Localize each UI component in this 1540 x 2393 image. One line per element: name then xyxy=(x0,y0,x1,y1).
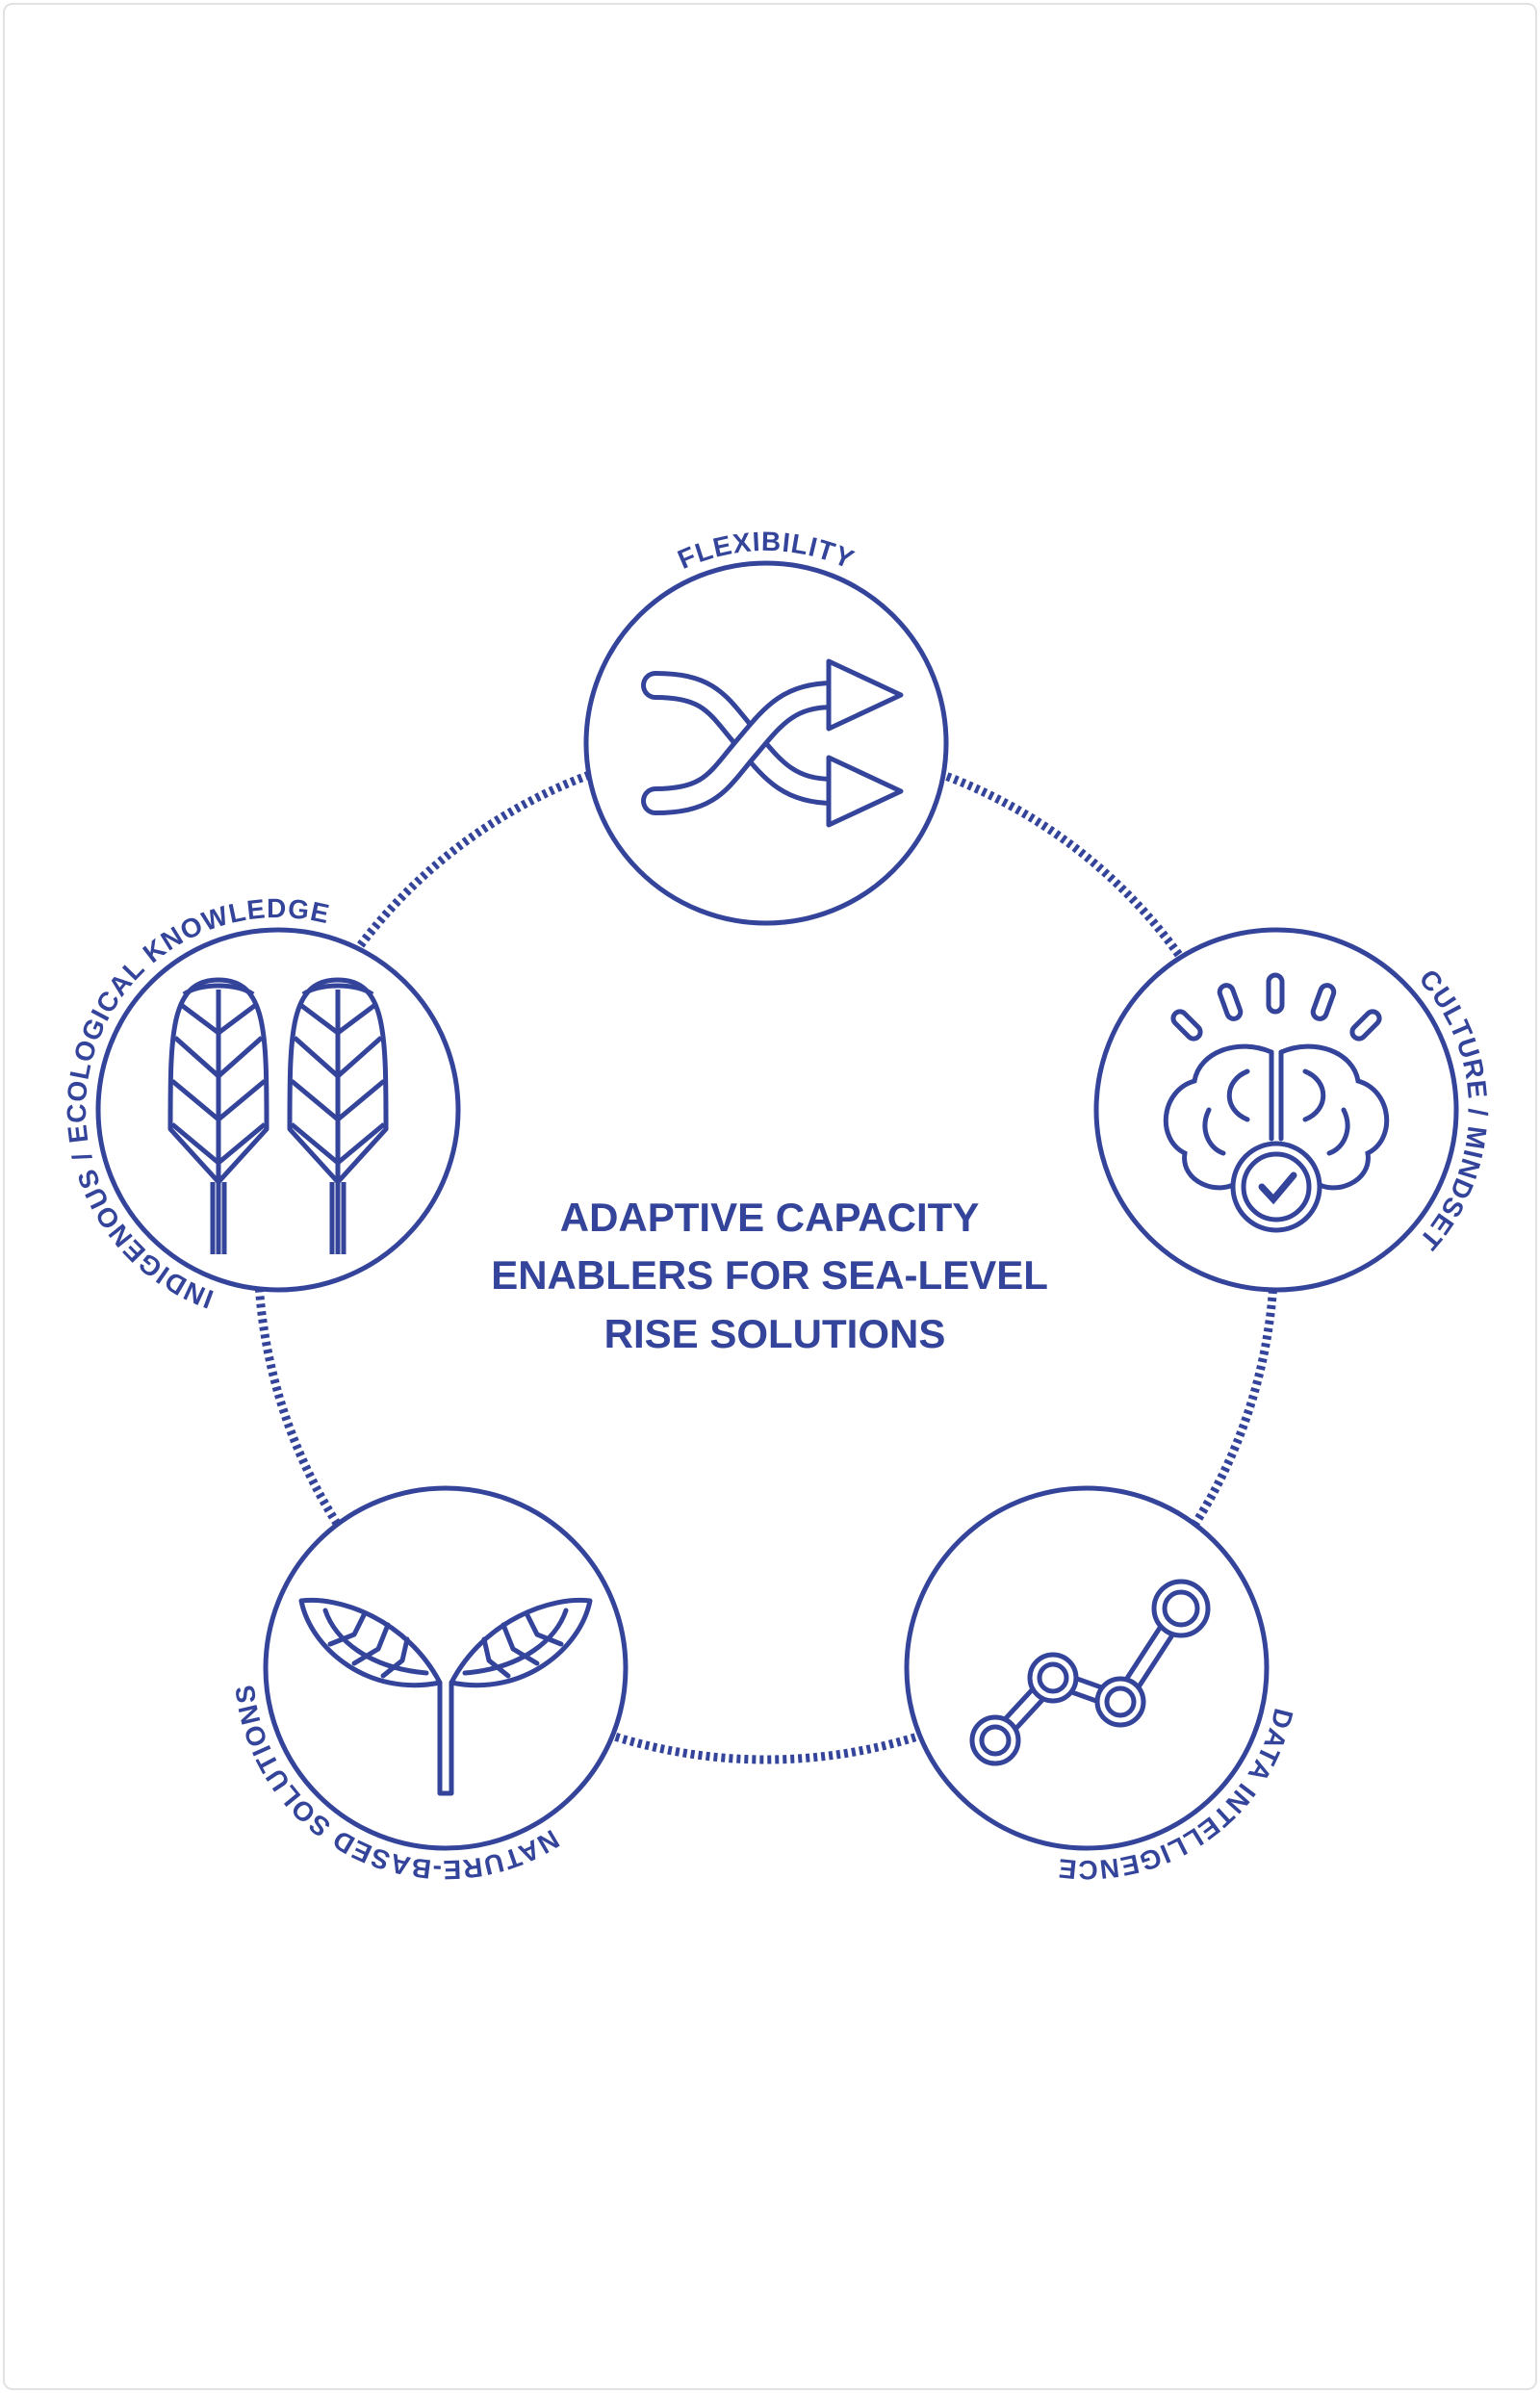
enabler-flexibility xyxy=(583,560,949,926)
enabler-data-intelligence xyxy=(904,1485,1270,1851)
sprout-icon xyxy=(298,1597,593,1796)
title-line-3: RISE SOLUTIONS xyxy=(604,1311,946,1356)
enabler-nature-based-solutions xyxy=(263,1485,629,1851)
data-line-icon xyxy=(969,1579,1211,1766)
wheat-leaves-icon xyxy=(167,977,389,1254)
brain-check-icon xyxy=(1163,972,1390,1233)
diagram-title: ADAPTIVE CAPACITY ENABLERS FOR SEA-LEVEL… xyxy=(491,1195,1059,1356)
title-line-2: ENABLERS FOR SEA-LEVEL xyxy=(491,1252,1047,1298)
enabler-culture-mindset xyxy=(1093,927,1459,1293)
shuffle-arrows-icon xyxy=(641,658,904,828)
enabler-indigenous-ecological-knowledge xyxy=(95,927,461,1293)
title-line-1: ADAPTIVE CAPACITY xyxy=(560,1195,980,1240)
image-frame xyxy=(3,3,1537,2390)
